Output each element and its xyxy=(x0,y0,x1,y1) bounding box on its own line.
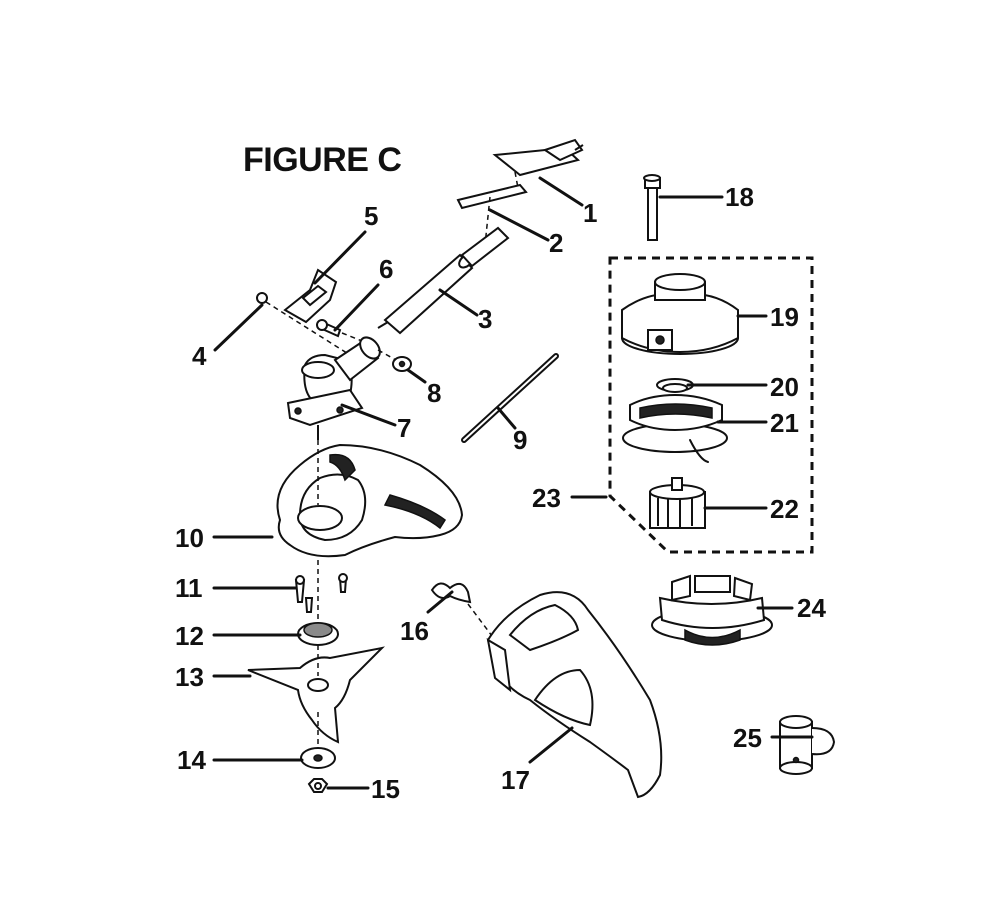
callout-20: 20 xyxy=(770,372,799,402)
callout-2: 2 xyxy=(549,228,564,258)
spool-housing-icon xyxy=(651,574,773,646)
adapter-icon xyxy=(297,560,339,646)
screws-icon xyxy=(294,573,348,613)
adapter-sleeve-icon xyxy=(779,715,836,775)
callout-7: 7 xyxy=(397,413,412,443)
callout-17: 17 xyxy=(501,765,530,795)
callout-24: 24 xyxy=(797,593,826,623)
callout-11: 11 xyxy=(175,573,203,603)
callout-19: 19 xyxy=(770,302,799,332)
drive-shaft-icon xyxy=(492,138,584,177)
nut-icon xyxy=(307,778,329,793)
callout-15: 15 xyxy=(371,774,400,804)
callout-22: 22 xyxy=(770,494,799,524)
callout-8: 8 xyxy=(427,378,442,408)
callout-6: 6 xyxy=(379,254,394,284)
gearbox-icon xyxy=(256,268,412,440)
callout-23: 23 xyxy=(532,483,561,513)
callout-10: 10 xyxy=(175,523,204,553)
callout-3: 3 xyxy=(478,304,493,334)
bolt-icon xyxy=(643,174,661,241)
washer-icon xyxy=(300,712,336,769)
callout-1: 1 xyxy=(583,198,598,228)
grass-guard-icon xyxy=(276,440,464,558)
callout-14: 14 xyxy=(177,745,206,775)
trimmer-shield-icon xyxy=(486,591,663,799)
callout-4: 4 xyxy=(192,341,207,371)
callout-21: 21 xyxy=(770,408,799,438)
rod-icon xyxy=(461,353,559,443)
callout-25: 25 xyxy=(733,723,762,753)
callout-12: 12 xyxy=(175,621,204,651)
figure-title: FIGURE C xyxy=(243,141,402,179)
callout-13: 13 xyxy=(175,662,204,692)
trimmer-spool-assembly-icon xyxy=(608,256,814,554)
callout-16: 16 xyxy=(400,616,429,646)
shaft-tube-icon xyxy=(377,226,510,335)
leader-lines xyxy=(212,176,814,790)
callout-5: 5 xyxy=(364,201,379,231)
line-cutter-icon xyxy=(430,582,496,641)
callout-18: 18 xyxy=(725,182,754,212)
callout-9: 9 xyxy=(513,425,528,455)
three-tooth-blade-icon xyxy=(247,645,386,744)
